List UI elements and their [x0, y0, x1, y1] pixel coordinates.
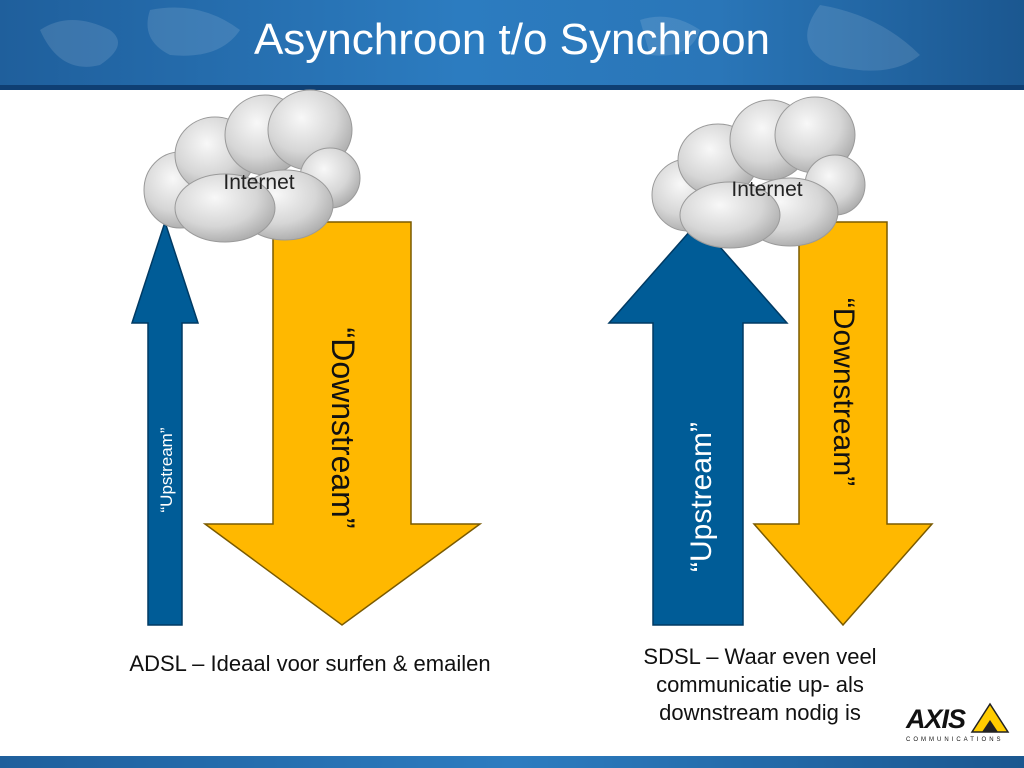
header-banner: Asynchroon t/o Synchroon [0, 0, 1024, 85]
left-downstream-label: “Downstream” [325, 328, 361, 529]
right-downstream-label: “Downstream” [827, 298, 860, 486]
axis-logo: AXIS COMMUNICATIONS [902, 700, 1012, 748]
left-upstream-arrow [130, 219, 200, 626]
right-cloud-icon [651, 96, 866, 249]
right-upstream-label: “Upstream” [685, 422, 718, 572]
footer-bar [0, 756, 1024, 768]
axis-triangle-icon [970, 702, 1010, 733]
right-cloud-label: Internet [731, 178, 802, 201]
left-cloud-icon [143, 89, 361, 243]
left-upstream-label: “Upstream” [157, 427, 176, 512]
world-map-decoration [40, 5, 920, 71]
left-cloud-label: Internet [223, 171, 294, 194]
right-upstream-arrow [607, 220, 789, 626]
slide-title: Asynchroon t/o Synchroon [253, 15, 771, 64]
sdsl-caption: SDSL – Waar even veel communicatie up- a… [643, 644, 877, 725]
adsl-caption: ADSL – Ideaal voor surfen & emailen [129, 651, 491, 676]
header-divider [0, 85, 1024, 90]
right-downstream-arrow [752, 221, 934, 627]
axis-logo-subtitle: COMMUNICATIONS [906, 737, 1004, 743]
left-downstream-arrow [202, 221, 483, 626]
axis-logo-word: AXIS [906, 704, 966, 734]
